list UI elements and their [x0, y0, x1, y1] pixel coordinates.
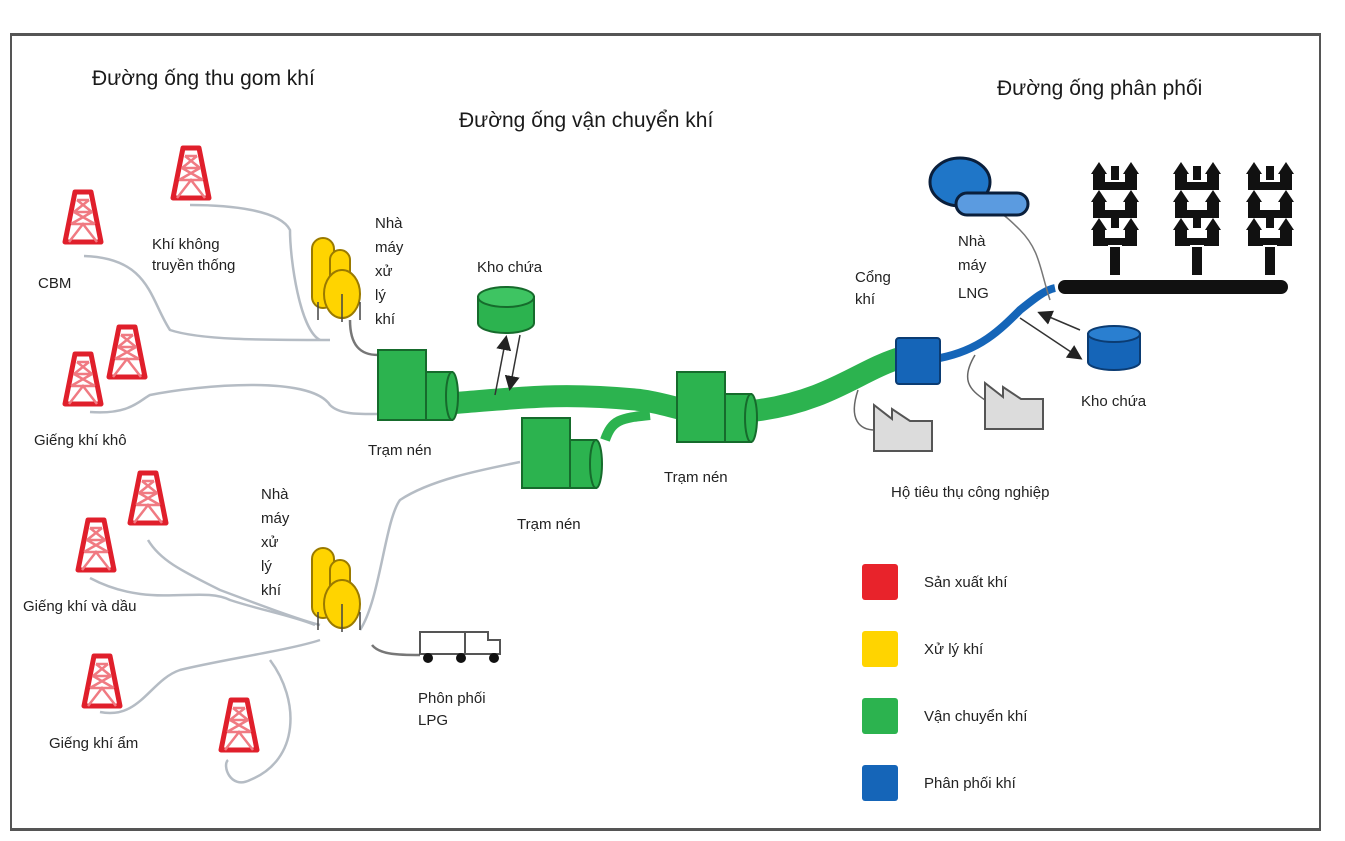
legend-label: Vận chuyển khí	[924, 707, 1028, 725]
legend-swatch	[862, 631, 898, 667]
label-plant-bottom-4: lý	[261, 558, 272, 575]
label-gas-oil-well: Giếng khí và dầu	[23, 598, 137, 615]
label-plant-bottom-5: khí	[261, 582, 282, 599]
legend-label: Xử lý khí	[924, 640, 984, 658]
rig-icon-wet-2	[221, 700, 257, 750]
factory-icon-2	[984, 382, 1044, 430]
label-lng-1: Nhà	[958, 233, 986, 250]
legend-swatch	[862, 564, 898, 600]
lng-plant-icon	[928, 156, 1030, 217]
legend-swatch	[862, 765, 898, 801]
label-plant-bottom-1: Nhà	[261, 486, 289, 503]
rig-icon-oil-1	[78, 520, 114, 570]
label-gate-2: khí	[855, 291, 876, 308]
compressor-icon-3	[676, 371, 758, 443]
label-plant-bottom-3: xử	[261, 534, 279, 551]
legend-item-distribution: Phân phối khí	[862, 765, 1016, 801]
title-gathering: Đường ống thu gom khí	[92, 67, 315, 90]
processing-plant-icon-top	[311, 237, 361, 323]
legend-label: Sản xuất khí	[924, 573, 1008, 591]
label-industrial: Hộ tiêu thụ công nghiệp	[891, 484, 1050, 501]
title-distribution: Đường ống phân phối	[997, 77, 1203, 100]
rig-icon-dry-2	[109, 327, 145, 377]
lpg-truck-icon	[419, 631, 501, 663]
label-plant-top-4: lý	[375, 287, 386, 304]
label-plant-bottom-2: máy	[261, 510, 290, 527]
compressor-icon-1	[377, 349, 459, 421]
gathering-lines	[83, 203, 521, 784]
label-lpg-2: LPG	[418, 712, 449, 729]
factory-icon-1	[873, 404, 933, 452]
title-transmission: Đường ống vận chuyển khí	[459, 109, 714, 132]
rig-icon-dry-1	[65, 354, 101, 404]
label-storage-green: Kho chứa	[477, 259, 543, 276]
label-compressor-3: Trạm nén	[664, 469, 728, 486]
storage-tank-icon-blue	[1087, 325, 1141, 371]
rig-icon-cbm	[65, 192, 101, 242]
label-plant-top-3: xử	[375, 263, 393, 280]
storage-tank-icon-green	[477, 286, 535, 334]
processing-plant-icon-bottom	[311, 547, 361, 633]
rig-icon-wet-1	[84, 656, 120, 706]
label-lpg-1: Phôn phối	[418, 690, 486, 707]
label-storage-blue: Kho chứa	[1081, 393, 1147, 410]
compressor-icon-2	[521, 417, 603, 489]
label-gate-1: Cổng	[855, 269, 891, 286]
distribution-pipeline	[939, 284, 1057, 362]
rig-icon-unconventional	[173, 148, 209, 198]
label-compressor-1: Trạm nén	[368, 442, 432, 459]
label-plant-top-5: khí	[375, 311, 396, 328]
label-plant-top-1: Nhà	[375, 215, 403, 232]
residential-houses-icon	[1058, 162, 1294, 294]
legend-item-transmission: Vận chuyển khí	[862, 698, 1027, 734]
label-lng-2: máy	[958, 257, 987, 274]
label-lng-3: LNG	[958, 285, 989, 302]
legend-item-production: Sản xuất khí	[862, 564, 1007, 600]
label-dry-gas-well: Giếng khí khô	[34, 432, 127, 449]
label-wet-gas-well: Giếng khí ẩm	[49, 735, 139, 752]
legend-swatch	[862, 698, 898, 734]
gate-station-icon	[895, 337, 941, 385]
rig-icon-oil-2	[130, 473, 166, 523]
label-cbm: CBM	[38, 275, 72, 292]
legend-label: Phân phối khí	[924, 774, 1016, 792]
label-unconventional-2: truyền thống	[152, 257, 236, 274]
legend-item-processing: Xử lý khí	[862, 631, 983, 667]
label-compressor-2: Trạm nén	[517, 516, 581, 533]
label-unconventional-1: Khí không	[152, 236, 220, 253]
diagram-frame	[10, 33, 1321, 831]
label-plant-top-2: máy	[375, 239, 404, 256]
